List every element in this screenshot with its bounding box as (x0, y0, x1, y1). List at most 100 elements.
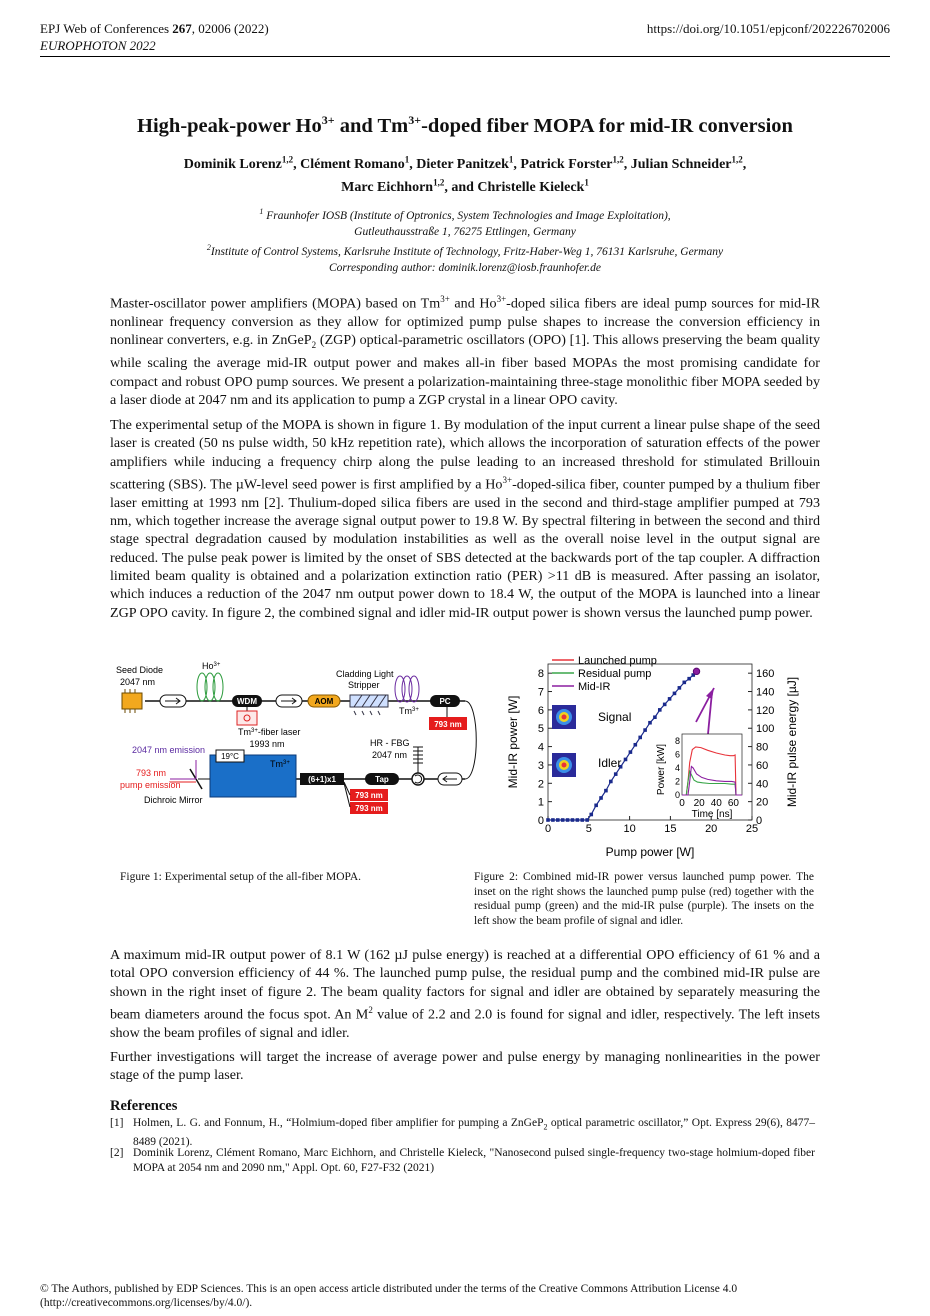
max-point-marker (692, 667, 701, 676)
author-separator: , and (444, 180, 478, 196)
emission-793-label: 793 nm (136, 768, 166, 778)
inset-y-tick-label: 6 (675, 749, 680, 759)
title-superscript: 3+ (321, 113, 335, 127)
arrowhead-icon (706, 688, 714, 699)
ho-fiber-coil-icon (204, 672, 216, 702)
inset-series-line (682, 765, 742, 796)
y-tick-label: 8 (538, 668, 544, 680)
text-run: The experimental setup of the MOPA is sh… (110, 417, 820, 493)
superscript: 3+ (502, 474, 513, 485)
inset-y-tick-label: 8 (675, 736, 680, 746)
seed-diode-label: Seed Diode (116, 665, 163, 675)
ion-charge-sup: 3+ (283, 760, 290, 766)
affiliation-text: Fraunhofer IOSB (Institute of Optronics,… (263, 209, 671, 222)
y-tick-label: 6 (538, 705, 544, 717)
x-tick-label: 0 (545, 823, 551, 835)
inset-y-tick-label: 4 (675, 763, 680, 773)
data-point (585, 818, 589, 822)
y-axis-label: Mid-IR power [W] (506, 696, 520, 789)
superscript: 3+ (440, 294, 450, 304)
data-point (648, 720, 652, 725)
figure-1-caption: Figure 1: Experimental setup of the all-… (120, 871, 362, 883)
x-tick-label: 10 (623, 823, 635, 835)
author-affiliation: 1,2 (433, 177, 445, 188)
reference-text: Holmen, L. G. and Fonnum, H., “Holmium-d… (133, 1116, 815, 1149)
y-tick-label: 0 (538, 815, 544, 827)
data-point (677, 686, 682, 690)
inset-y-tick-label: 2 (675, 776, 680, 786)
author-separator: , (293, 156, 301, 172)
license-footer: © The Authors, published by EDP Sciences… (40, 1282, 890, 1310)
text-run: optical parametric oscillator,” Opt. Exp… (133, 1117, 815, 1148)
annotation-arrow (707, 691, 713, 735)
title-superscript: 3+ (408, 113, 422, 127)
plot-frame (547, 663, 753, 821)
affiliation-1-address: Gutleuthausstraße 1, 76275 Ettlingen, Ge… (354, 225, 576, 238)
tap-label: Tap (375, 775, 389, 784)
data-series-midir-power (546, 667, 701, 822)
temperature-box (215, 749, 245, 763)
y-tick-label: 7 (538, 687, 544, 699)
data-point (638, 735, 643, 740)
license-url[interactable]: (http://creativecommons.org/licenses/by/… (40, 1297, 253, 1309)
stripper-hatch (377, 694, 387, 708)
text-run: value of 2.2 and 2.0 is found for signal… (110, 1006, 820, 1041)
doi-link[interactable]: https://doi.org/10.1051/epjconf/20222670… (646, 21, 890, 36)
pump-feed-line (343, 782, 351, 808)
y-tick-label: 1 (538, 797, 544, 809)
subscript: 2 (311, 340, 317, 351)
affiliation-text: Institute of Control Systems, Karlsruhe … (210, 245, 724, 258)
author: Christelle Kieleck1 (477, 178, 588, 196)
x-tick-label: 5 (586, 823, 592, 835)
text-run: Holmen, L. G. and Fonnum, H., “Holmium-d… (133, 1117, 544, 1129)
inset-y-axis-label: Power [kW] (656, 744, 667, 795)
corresponding-author: Corresponding author: dominik.lorenz@ios… (329, 262, 601, 274)
wdm-label: WDM (237, 697, 257, 706)
tm-amplifier-label: Tm3+ (270, 759, 290, 769)
isolator-arrow-icon (165, 697, 181, 705)
author-name: Dominik Lorenz (183, 156, 282, 172)
signal-label: Signal (598, 710, 631, 724)
inset-x-tick-label: 40 (711, 798, 723, 809)
y-tick-label: 5 (538, 723, 544, 735)
tm-fiber-coil-icon (401, 675, 413, 703)
x-tick-label: 25 (746, 823, 758, 835)
author-list: Dominik Lorenz1,2, Clément Romano1, Diet… (90, 150, 840, 197)
wdm-box (232, 695, 262, 707)
author-name: Christelle Kieleck (477, 180, 585, 196)
y2-tick-label: 120 (756, 705, 774, 717)
hr-fbg-label: HR - FBG (370, 738, 410, 748)
tm-laser-port-icon (243, 714, 251, 722)
legend-label: Launched pump (578, 655, 657, 667)
fbg-grating-icon (413, 746, 423, 764)
aom-label: AOM (315, 697, 334, 706)
data-point (682, 680, 687, 685)
tm-laser-wavelength: 1993 nm (249, 739, 284, 749)
inset-frame (681, 733, 743, 796)
paragraph-outlook: Further investigations will target the i… (110, 1049, 820, 1084)
pc-label: PC (439, 697, 450, 706)
cladding-label-1: Cladding Light (336, 669, 394, 679)
tm-laser-text: Tm (238, 727, 251, 737)
ho-label-text: Ho (202, 661, 214, 671)
data-point (604, 788, 608, 793)
circulator-arrow-icon (414, 774, 423, 784)
author: Dieter Panitzek1, (416, 154, 520, 172)
paragraph-results: A maximum mid-IR output power of 8.1 W (… (110, 946, 820, 1042)
data-point (691, 673, 696, 677)
x-axis-label: Pump power [W] (606, 845, 695, 859)
author-separator: , (623, 156, 631, 172)
reference-number: [1] (110, 1117, 124, 1129)
legend-label: Residual pump (578, 668, 651, 680)
data-point (628, 750, 633, 754)
author-separator: , (409, 156, 417, 172)
y2-tick-label: 80 (756, 742, 768, 754)
combiner-box (300, 773, 344, 785)
reference-2: [2] Dominik Lorenz, Clément Romano, Marc… (110, 1146, 815, 1175)
journal-volume: 267 (172, 21, 192, 36)
x-tick-label: 15 (664, 823, 676, 835)
author-affiliation: 1,2 (731, 154, 743, 164)
paragraph-setup: The experimental setup of the MOPA is sh… (110, 416, 820, 622)
affiliation-2: 2Institute of Control Systems, Karlsruhe… (90, 240, 840, 260)
